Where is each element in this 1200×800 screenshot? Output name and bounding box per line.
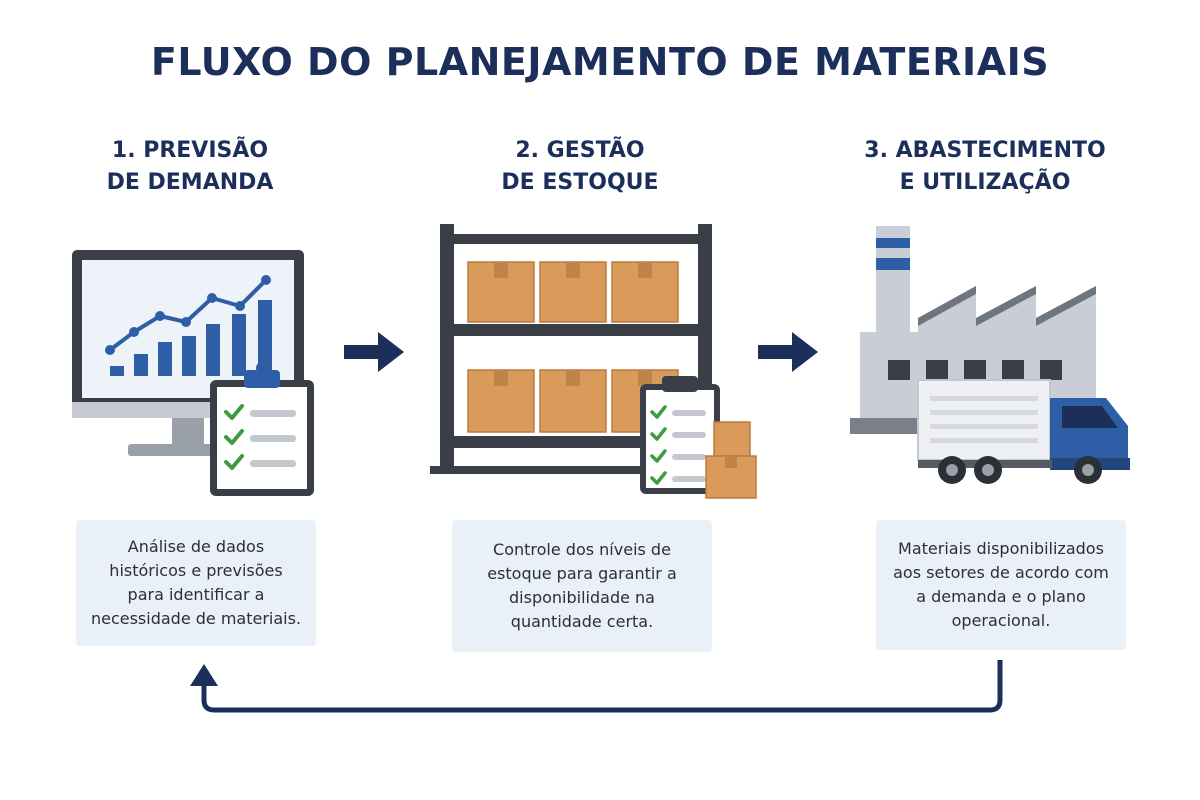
page-title: FLUXO DO PLANEJAMENTO DE MATERIAIS: [150, 40, 1050, 84]
warehouse-shelf-boxes-icon: [430, 224, 757, 499]
step-1-title: 1. PREVISÃO DE DEMANDA: [106, 138, 274, 195]
clipboard-checklist-icon: [640, 376, 720, 494]
factory-truck-icon: [850, 226, 1130, 484]
shelf-icon: [430, 224, 720, 474]
step-1-description: Análise de dados históricos e previsões …: [76, 520, 316, 646]
step-3-description: Materiais disponibilizados aos setores d…: [876, 520, 1126, 650]
box-stack-icon: [705, 421, 757, 499]
computer-chart-checklist-icon: [72, 250, 314, 496]
step-3-title: 3. ABASTECIMENTO E UTILIZAÇÃO: [864, 138, 1106, 195]
step-2-description: Controle dos níveis de estoque para gara…: [452, 520, 712, 652]
clipboard-checklist-icon: [210, 362, 314, 496]
bar-chart-icon: [110, 300, 272, 376]
step-2-title: 2. GESTÃO DE ESTOQUE: [501, 138, 659, 195]
box-icon: [467, 261, 679, 433]
truck-icon: [917, 379, 1130, 484]
arrow-right-icon: [758, 332, 818, 372]
arrow-right-icon: [344, 332, 404, 372]
trend-line-icon: [105, 275, 271, 355]
